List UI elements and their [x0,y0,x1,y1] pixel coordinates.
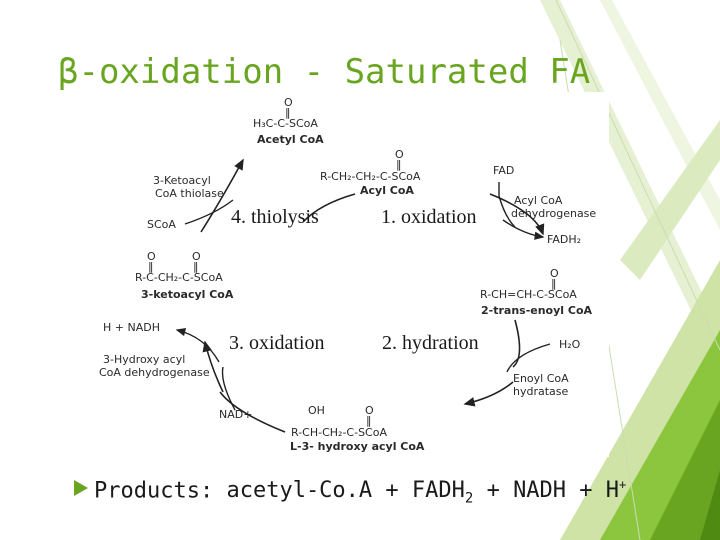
nad-label: NAD+ [219,408,252,421]
keto-carbonyl-o-2: O [192,250,201,263]
h-superscript: + [619,478,627,492]
beta-oxidation-diagram: O ‖ H₃C-C-SCoA Acetyl CoA O ‖ R-CH₂-CH₂-… [95,92,609,457]
acyl-dh-label-1: Acyl CoA [514,194,563,207]
arrow-water-input [506,343,551,373]
enoyl-carbonyl-o: O [550,267,559,280]
enoyl-formula: R-CH=CH-C-SCoA [480,288,577,301]
arrow-nadh-output [175,327,220,363]
fad-label: FAD [493,164,514,177]
arrow-fad-input [498,182,516,228]
acetyl-carbonyl-o: O [284,96,293,109]
enoyl-hydratase-label-1: Enoyl CoA [513,372,569,385]
enoyl-double-bond: ‖ [551,277,557,290]
enoyl-hydratase-label-2: hydratase [513,385,569,398]
step-oxidation-3: 3. oxidation [229,332,325,354]
hydroxy-double-bond: ‖ [366,414,372,427]
arrow-enoyl-down [512,319,521,368]
step-oxidation-1: 1. oxidation [381,206,477,228]
scoa-label: SCoA [147,218,176,231]
hydroxy-dh-label-1: 3-Hydroxy acyl [103,353,185,366]
thiolase-label-2: CoA thiolase [155,187,224,200]
hydroxy-dh-label-2: CoA dehydrogenase [99,366,210,379]
arrow-acyl-to-thiolysis [302,193,356,223]
keto-double-bond-1: ‖ [148,260,154,273]
nadh-label: H + NADH [103,321,160,334]
hydroxy-oh-label: OH [308,404,325,417]
fadh-subscript: 2 [464,490,474,507]
arrow-hydration-to-hydroxy [463,381,514,407]
slide-title: β-oxidation - Saturated FA [58,52,591,92]
arrow-nad-input [221,366,236,411]
products-middle: + NADH + H [473,478,620,504]
step-thiolysis: 4. thiolysis [231,206,319,228]
products-bullet: Products: acetyl-Co.A + FADH2 + NADH + H… [74,478,626,507]
acyl-name: Acyl CoA [360,184,414,197]
arrow-hydroxy-up [219,391,286,433]
bullet-arrow-icon [74,480,88,497]
keto-double-bond-2: ‖ [193,260,199,273]
acyl-double-bond: ‖ [396,158,402,171]
hydroxy-carbonyl-o: O [365,404,374,417]
thiolase-label-1: 3-Ketoacyl [153,174,211,187]
acetyl-double-bond: ‖ [285,106,291,119]
cycle-diagram-svg: O ‖ H₃C-C-SCoA Acetyl CoA O ‖ R-CH₂-CH₂-… [99,96,596,453]
arrow-scoa-input [184,199,234,225]
keto-name: 3-ketoacyl CoA [141,288,234,301]
products-text: acetyl-Co.A + FADH2 + NADH + H+ [226,478,627,507]
arrow-fadh2-output [502,219,545,240]
arrow-ketoacyl-to-acetyl [200,158,244,233]
acyl-carbonyl-o: O [395,148,404,161]
enoyl-name: 2-trans-enoyl CoA [481,304,593,317]
water-label: H₂O [559,338,581,351]
arrow-acyl-to-enoyl [489,193,545,236]
hydroxy-name: L-3- hydroxy acyl CoA [290,440,425,453]
keto-formula: R-C-CH₂-C-SCoA [135,271,223,284]
products-prefix: acetyl-Co.A + FADH [226,478,465,504]
acyl-formula: R-CH₂-CH₂-C-SCoA [320,170,421,183]
fadh2-label: FADH₂ [547,233,581,246]
hydroxy-formula: R-CH-CH₂-C-SCoA [291,426,387,439]
products-label: Products: [94,478,214,504]
keto-carbonyl-o-1: O [147,250,156,263]
acyl-dh-label-2: dehydrogenase [511,207,596,220]
step-hydration: 2. hydration [382,332,479,354]
acetyl-name: Acetyl CoA [257,133,324,146]
acetyl-formula: H₃C-C-SCoA [253,117,318,130]
